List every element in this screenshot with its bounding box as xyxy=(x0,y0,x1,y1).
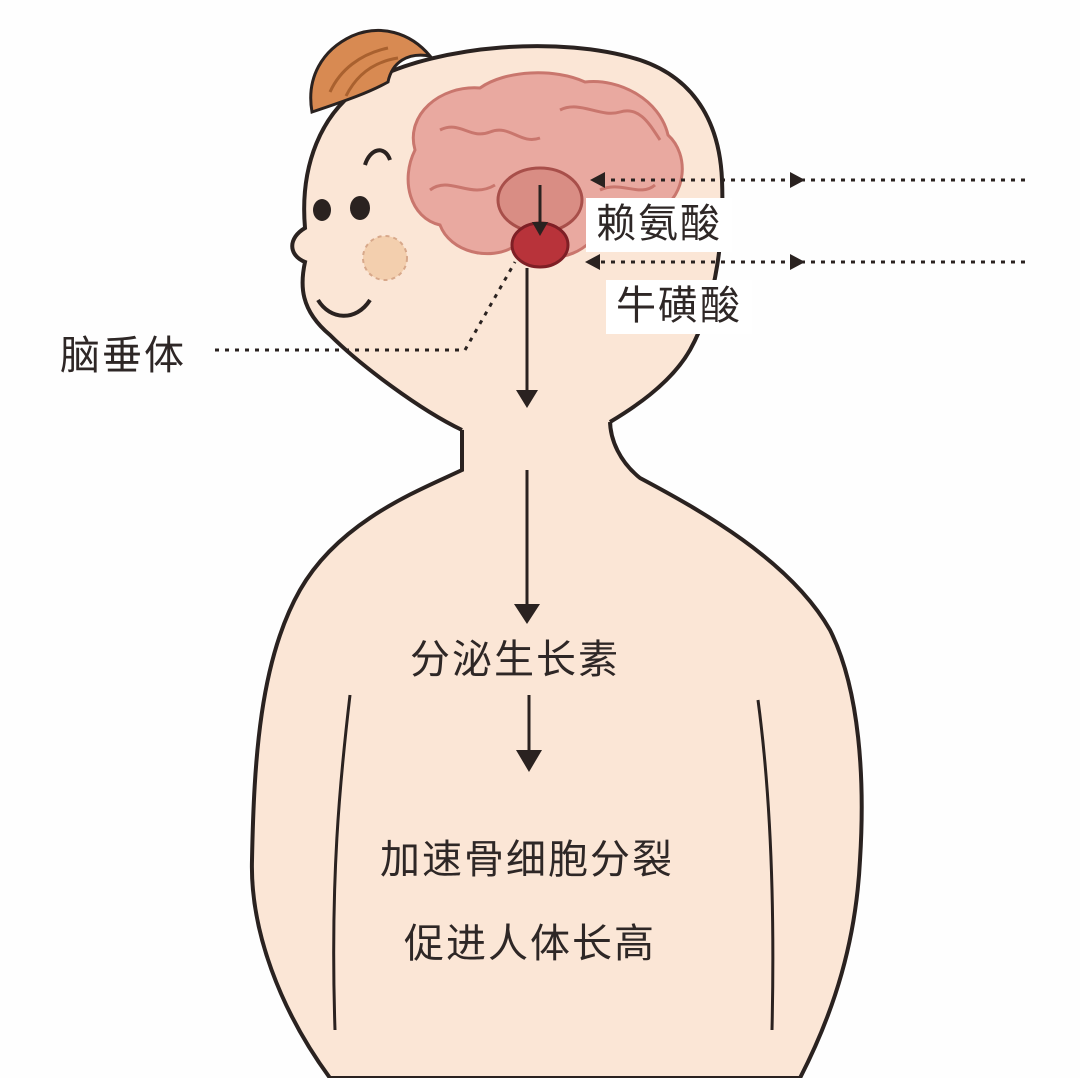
pituitary-pointer-diag xyxy=(463,261,517,351)
arrow-2-head xyxy=(514,604,540,624)
right-eye xyxy=(350,196,370,220)
hair xyxy=(309,28,434,114)
left-arm-line xyxy=(332,694,352,1031)
left-eye xyxy=(313,199,331,221)
smile xyxy=(316,298,372,318)
torso-outline xyxy=(249,418,864,1078)
promote-height-label: 促进人体长高 xyxy=(404,921,656,967)
brain-fold xyxy=(429,183,496,192)
arrow-3-head xyxy=(516,750,542,772)
taurine-arrowhead-end xyxy=(585,254,600,270)
brain-fold xyxy=(599,183,656,192)
secrete-growth-hormone-label: 分泌生长素 xyxy=(410,637,620,683)
hair-strand xyxy=(344,56,399,97)
hair-strand xyxy=(328,46,389,93)
taurine-arrowhead xyxy=(790,254,805,270)
accelerate-bone-cell-label: 加速骨细胞分裂 xyxy=(380,837,674,883)
lysine-arrowhead-end xyxy=(590,172,605,188)
lysine-label: 赖氨酸 xyxy=(586,198,732,252)
brain-arrow-head xyxy=(532,222,548,236)
cheek xyxy=(362,235,408,281)
taurine-label: 牛磺酸 xyxy=(606,280,752,334)
pituitary-label: 脑垂体 xyxy=(60,333,186,379)
brain-fold xyxy=(439,125,541,141)
brain-fold xyxy=(559,105,662,141)
lysine-arrowhead xyxy=(790,172,805,188)
arrow-1-head xyxy=(516,390,538,408)
right-arm-line xyxy=(756,699,775,1031)
eyebrow xyxy=(363,148,392,166)
